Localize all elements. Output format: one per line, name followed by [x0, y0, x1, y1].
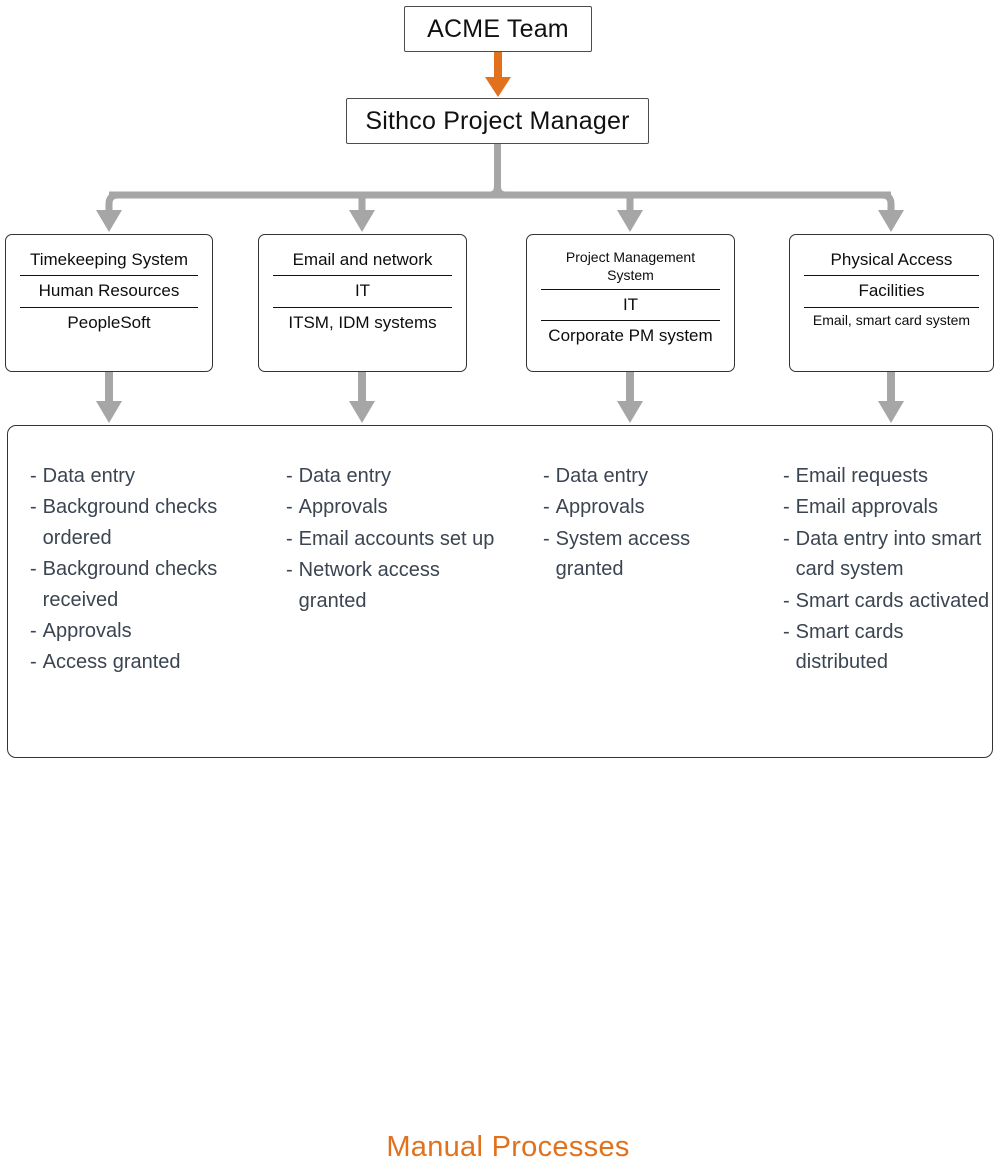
connector-systems-to-manual — [96, 372, 904, 423]
system-row-platform: PeopleSoft — [67, 312, 151, 332]
process-bullet-dash: - — [30, 619, 37, 642]
process-item: -System access granted — [543, 524, 748, 585]
process-item: -Access granted — [30, 647, 262, 677]
process-item-label: Approvals — [298, 496, 388, 519]
process-column-email-network-processes: -Data entry-Approvals-Email accounts set… — [286, 461, 496, 617]
process-item-label: Approvals — [42, 619, 132, 642]
process-item-label: Email approvals — [795, 496, 938, 519]
process-bullet-dash: - — [286, 527, 293, 550]
process-item: -Data entry — [543, 461, 748, 491]
org-flow-diagram: ACME Team Sithco Project Manager Timekee… — [5, 6, 994, 1163]
system-row-platform: Corporate PM system — [548, 326, 713, 346]
process-bullet-dash: - — [543, 465, 550, 487]
process-bullet-dash: - — [286, 465, 293, 487]
process-item: -Approvals — [543, 492, 748, 522]
process-item-label: Data entry into smart card system — [795, 527, 982, 581]
system-row-title: Timekeeping System — [20, 245, 198, 277]
process-bullet-dash: - — [783, 527, 790, 550]
process-item-label: Email requests — [795, 465, 928, 487]
process-bullet-dash: - — [30, 496, 37, 519]
process-item: -Smart cards distributed — [783, 617, 1000, 678]
system-row-title: Email and network — [273, 245, 452, 277]
system-row-title: Project Management System — [541, 245, 720, 290]
process-item-label: Smart cards activated — [795, 589, 990, 612]
project-manager-label: Sithco Project Manager — [365, 106, 630, 135]
process-item: -Data entry — [30, 461, 262, 491]
process-item: -Email approvals — [783, 492, 1000, 522]
process-bullet-dash: - — [543, 496, 550, 519]
process-bullet-dash: - — [30, 465, 37, 487]
process-item-label: Background checks ordered — [42, 496, 218, 549]
acme-team-label: ACME Team — [427, 14, 569, 43]
process-item-label: Email accounts set up — [298, 527, 495, 550]
system-box-timekeeping[interactable]: Timekeeping System Human Resources Peopl… — [5, 234, 213, 372]
system-box-email-network[interactable]: Email and network IT ITSM, IDM systems — [258, 234, 467, 372]
process-item: -Email requests — [783, 461, 1000, 491]
process-item-label: Data entry — [42, 465, 135, 487]
process-item: -Data entry into smart card system — [783, 524, 1000, 585]
system-row-platform: Email, smart card system — [812, 311, 971, 328]
process-item: -Background checks received — [30, 554, 262, 615]
process-item: -Background checks ordered — [30, 492, 262, 553]
acme-team-box[interactable]: ACME Team — [404, 6, 592, 52]
process-column-project-management-processes: -Data entry-Approvals-System access gran… — [543, 461, 748, 586]
process-item-label: System access granted — [555, 527, 691, 581]
system-row-owner: IT — [273, 276, 452, 308]
process-bullet-dash: - — [783, 589, 790, 612]
process-bullet-dash: - — [783, 620, 790, 643]
process-item-label: Background checks received — [42, 558, 218, 611]
system-row-owner: Human Resources — [20, 276, 198, 308]
process-column-timekeeping-processes: -Data entry-Background checks ordered-Ba… — [30, 461, 262, 679]
process-bullet-dash: - — [543, 527, 550, 550]
process-bullet-dash: - — [286, 559, 293, 582]
process-bullet-dash: - — [783, 496, 790, 519]
connector-pm-to-systems — [96, 144, 904, 232]
process-item-label: Data entry — [298, 465, 391, 487]
process-column-physical-access-processes: -Email requests-Email approvals-Data ent… — [783, 461, 1000, 679]
process-item-label: Data entry — [555, 465, 648, 487]
process-item-label: Approvals — [555, 496, 645, 519]
process-bullet-dash: - — [286, 496, 293, 519]
project-manager-box[interactable]: Sithco Project Manager — [346, 98, 649, 144]
system-row-owner: IT — [541, 290, 720, 322]
process-item: -Network access granted — [286, 555, 496, 616]
process-item: -Approvals — [30, 616, 262, 646]
process-item: -Approvals — [286, 492, 496, 522]
system-box-physical-access[interactable]: Physical Access Facilities Email, smart … — [789, 234, 994, 372]
process-item: -Smart cards activated — [783, 586, 1000, 616]
system-row-platform: ITSM, IDM systems — [288, 312, 437, 332]
system-box-project-management[interactable]: Project Management System IT Corporate P… — [526, 234, 735, 372]
process-bullet-dash: - — [30, 651, 37, 674]
arrow-acme-to-pm — [485, 52, 511, 97]
manual-processes-title: Manual Processes — [386, 1131, 630, 1163]
process-item: -Email accounts set up — [286, 524, 496, 554]
process-item-label: Network access granted — [298, 559, 440, 612]
process-bullet-dash: - — [30, 558, 37, 581]
process-item-label: Smart cards distributed — [795, 620, 904, 674]
process-bullet-dash: - — [783, 465, 790, 487]
process-item: -Data entry — [286, 461, 496, 491]
process-item-label: Access granted — [42, 651, 181, 674]
system-row-owner: Facilities — [804, 276, 979, 308]
system-row-title: Physical Access — [804, 245, 979, 277]
manual-processes-container: -Data entry-Background checks ordered-Ba… — [7, 425, 993, 1163]
